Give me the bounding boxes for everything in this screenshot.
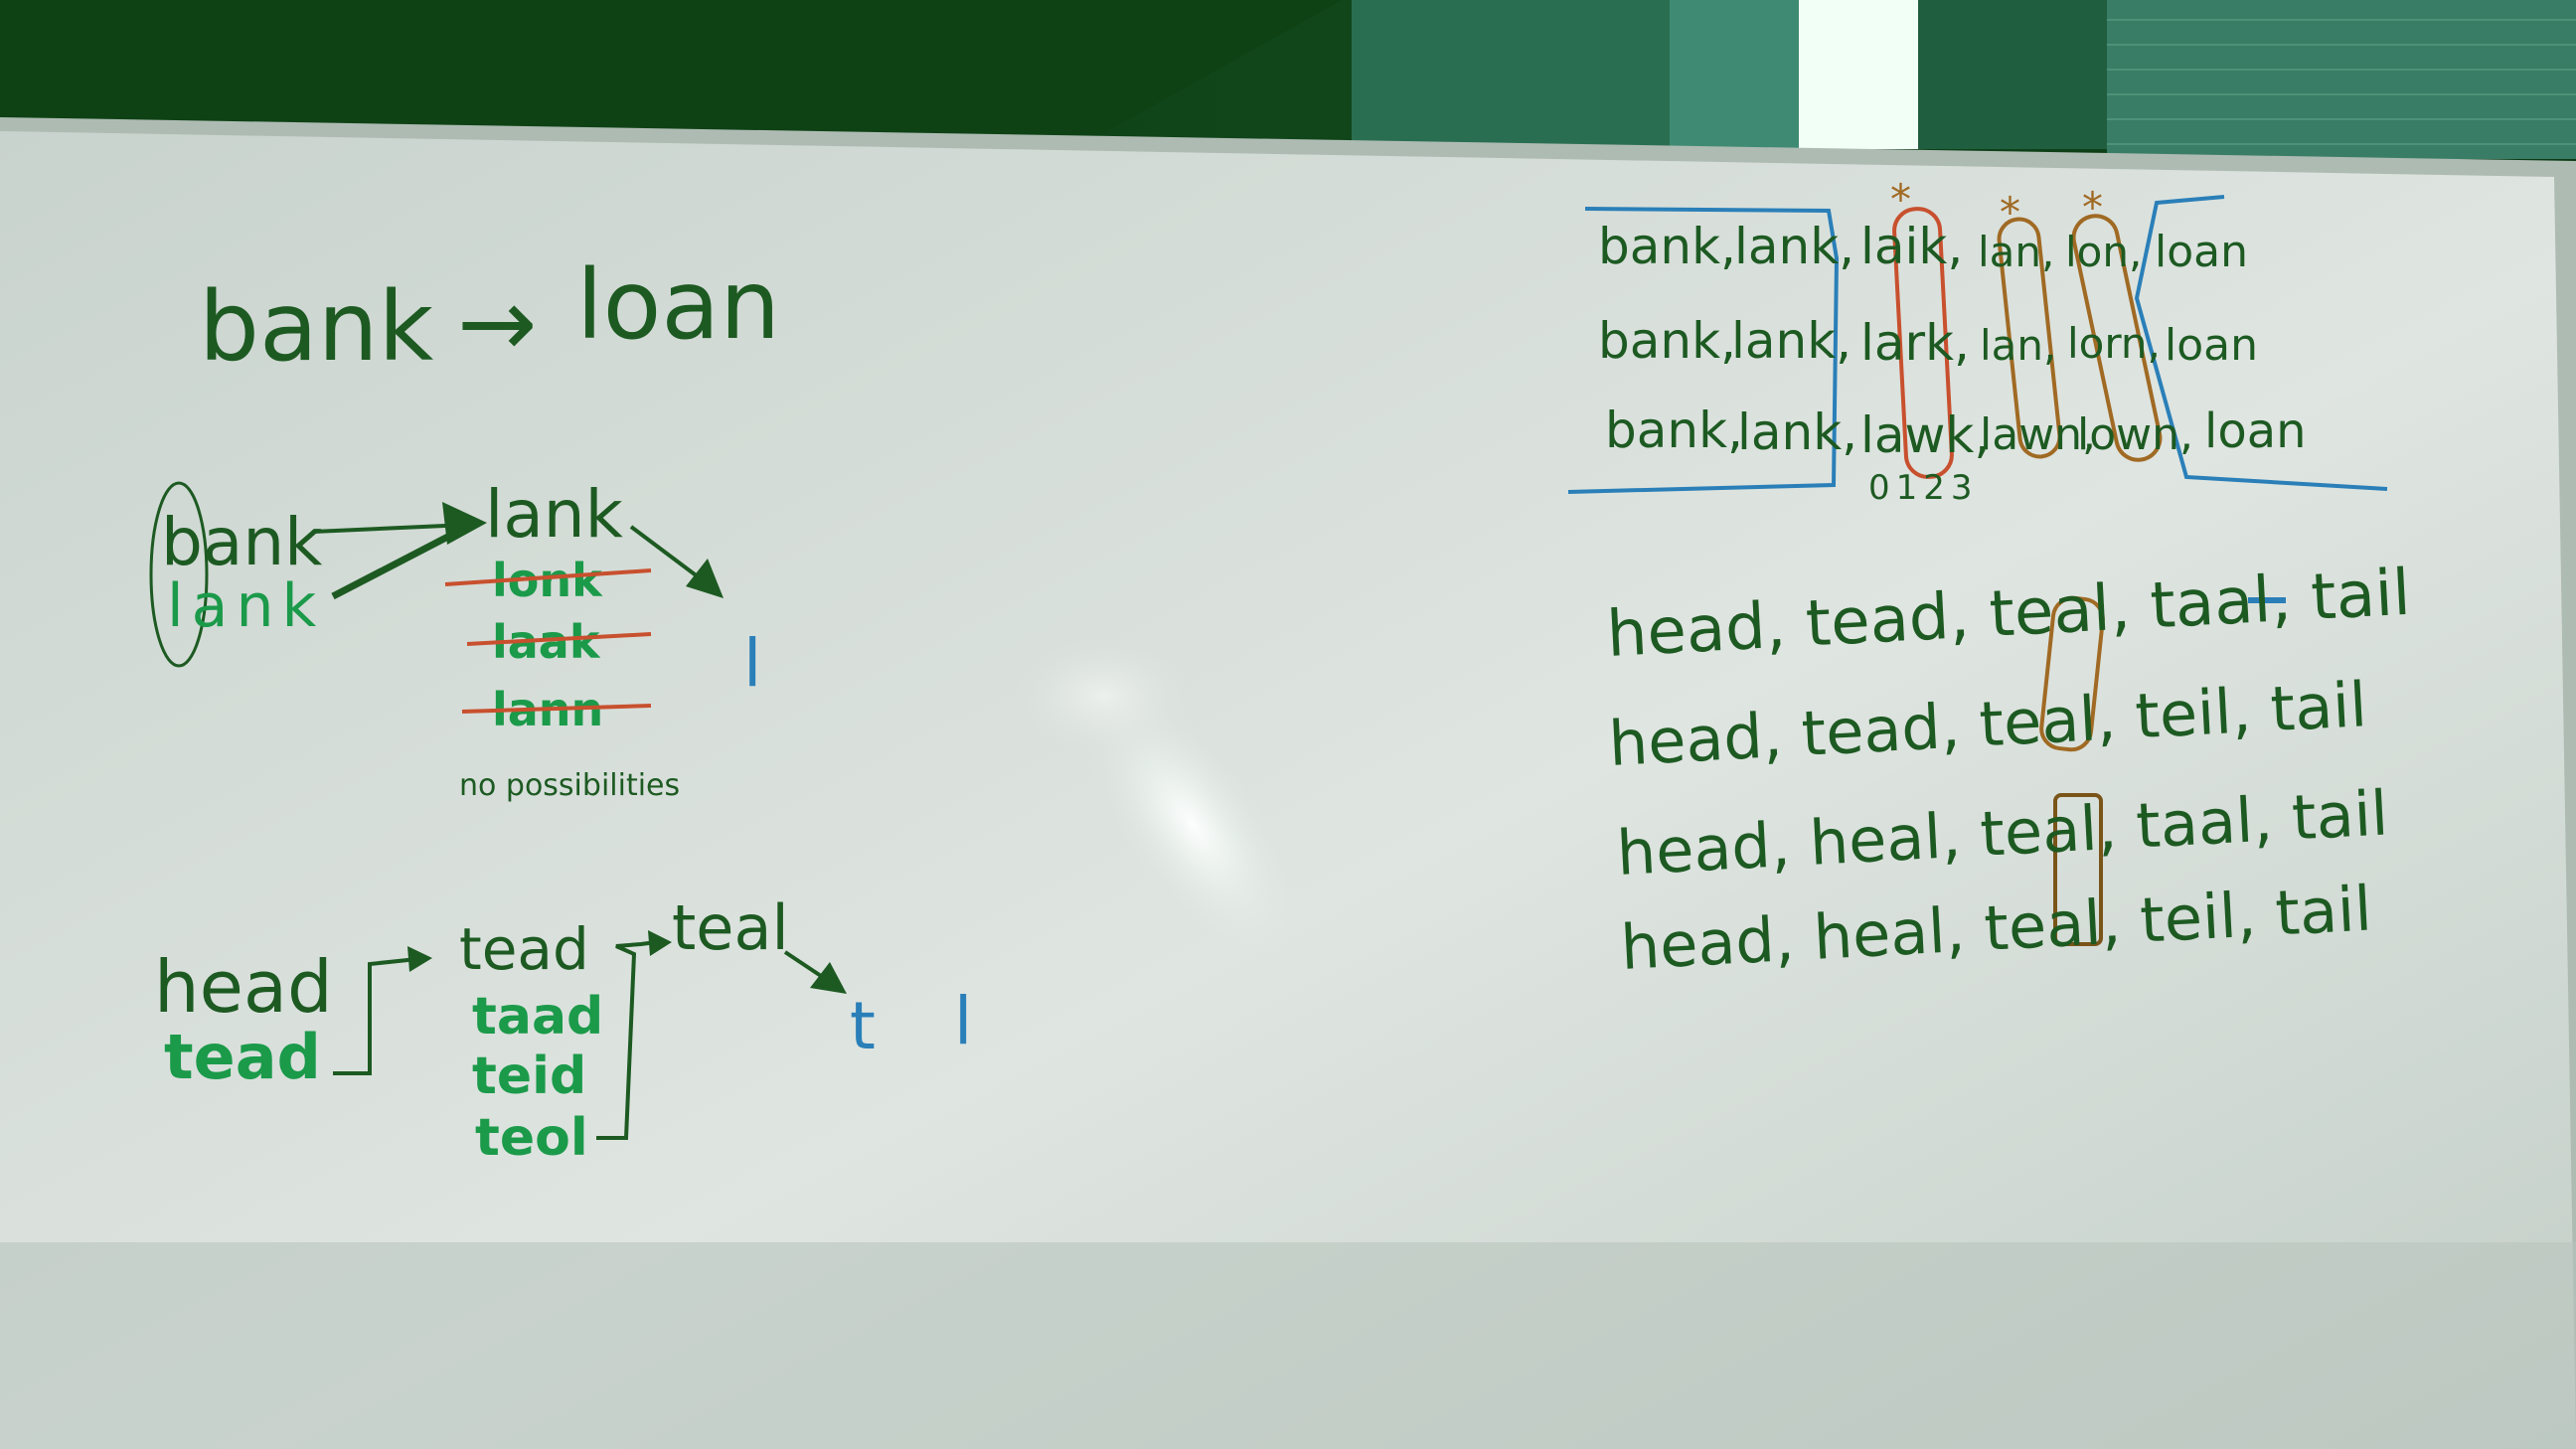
blue-bracket-left [1567,207,1840,494]
word: bank, [1605,402,1743,459]
word: lank, [1734,218,1854,275]
window-frame-right [1918,0,2107,149]
orange-loop-column-2 [1997,217,2062,459]
word: loan [2204,403,2307,459]
word: lan, [1980,321,2056,370]
wall-column [1352,0,1670,149]
top-row-1: bank, lank, laik, lan, lon, loan [1598,218,2248,277]
middle-word-lank: lank [485,476,624,553]
d2-mid-taad: taad [472,987,603,1046]
glare-secondary [1014,636,1193,755]
start-word-lank: lank [167,571,324,641]
word: lan, [1978,228,2054,276]
start-words-oval [149,481,209,668]
red-loop-column-1 [1892,207,1954,479]
blue-bracket-right [2134,195,2388,491]
word: lon, [2065,228,2142,276]
d2-end-l: l [954,983,972,1059]
dark-loop-taal [2053,793,2103,946]
orange-loop-column-3 [2071,214,2163,462]
arrow-lank-to-lank [331,523,469,600]
wall-shadow-panel [0,0,1342,139]
word: loan [2165,320,2258,371]
word: lown, [2077,409,2193,460]
arrow-bank-to-lank [312,523,468,534]
d2-teal: teal [672,891,789,964]
no-possibilities-note: no possibilities [459,768,680,803]
word: bank, [1598,218,1736,275]
title-to-word: loan [576,249,780,361]
word: lark, [1860,314,1970,372]
word: laik, [1860,218,1963,275]
arrowhead [686,559,724,598]
right-block-top: * * * bank, lank, laik, lan, lon, loan b… [1567,175,2388,508]
word: lawn, [1980,409,2096,460]
word: lorn, [2067,319,2161,368]
word: lank, [1737,403,1857,461]
title-arrow: → [457,267,537,379]
arrowhead [407,946,432,972]
cross-line-1 [444,568,652,586]
diagram1: bank lank lank lonk laak lann no possibi… [149,476,761,803]
word: loan [2155,227,2248,277]
window-light [1799,0,1918,149]
d2-mid-teid: teid [472,1046,586,1106]
window-frame [1670,0,1799,149]
d2-start-head: head [154,945,333,1029]
star-3: * [2082,183,2103,232]
word: bank, [1598,312,1736,370]
d2-end-t: t [850,988,876,1064]
d2-start-tead: tead [164,1021,321,1093]
title-bank-to-loan: bank → loan [199,249,780,383]
cross-line-3 [461,704,652,714]
d2-mid-tead: tead [459,915,589,983]
d2-bracket-1 [333,957,418,1075]
window-blinds [2107,0,2576,159]
glare-main [1084,688,1301,962]
whiteboard-bottom-shade [0,1242,2576,1449]
index-labels-0123: 0123 [1868,468,1979,508]
arrowhead [810,962,847,994]
word: lawk, [1860,406,1990,464]
cross-line-2 [466,632,652,646]
top-row-3: bank, lank, lawk, lawn, lown, loan [1605,402,2307,464]
start-word-bank: bank [161,504,323,580]
word: lank, [1731,312,1852,370]
diagram2: head tead tead taad teid teol teal t l [154,891,972,1168]
orange-loop-teal [2039,595,2105,752]
title-from-word: bank [199,271,434,383]
d2-bracket-2 [596,940,657,1140]
d2-mid-teol: teol [475,1108,588,1168]
blind-slats [2107,19,2576,145]
top-row-2: bank, lank, lark, lan, lorn, loan [1598,312,2258,372]
whiteboard-surface [0,131,2576,1449]
arrowhead [648,930,672,956]
end-letter-l: l [743,625,761,702]
